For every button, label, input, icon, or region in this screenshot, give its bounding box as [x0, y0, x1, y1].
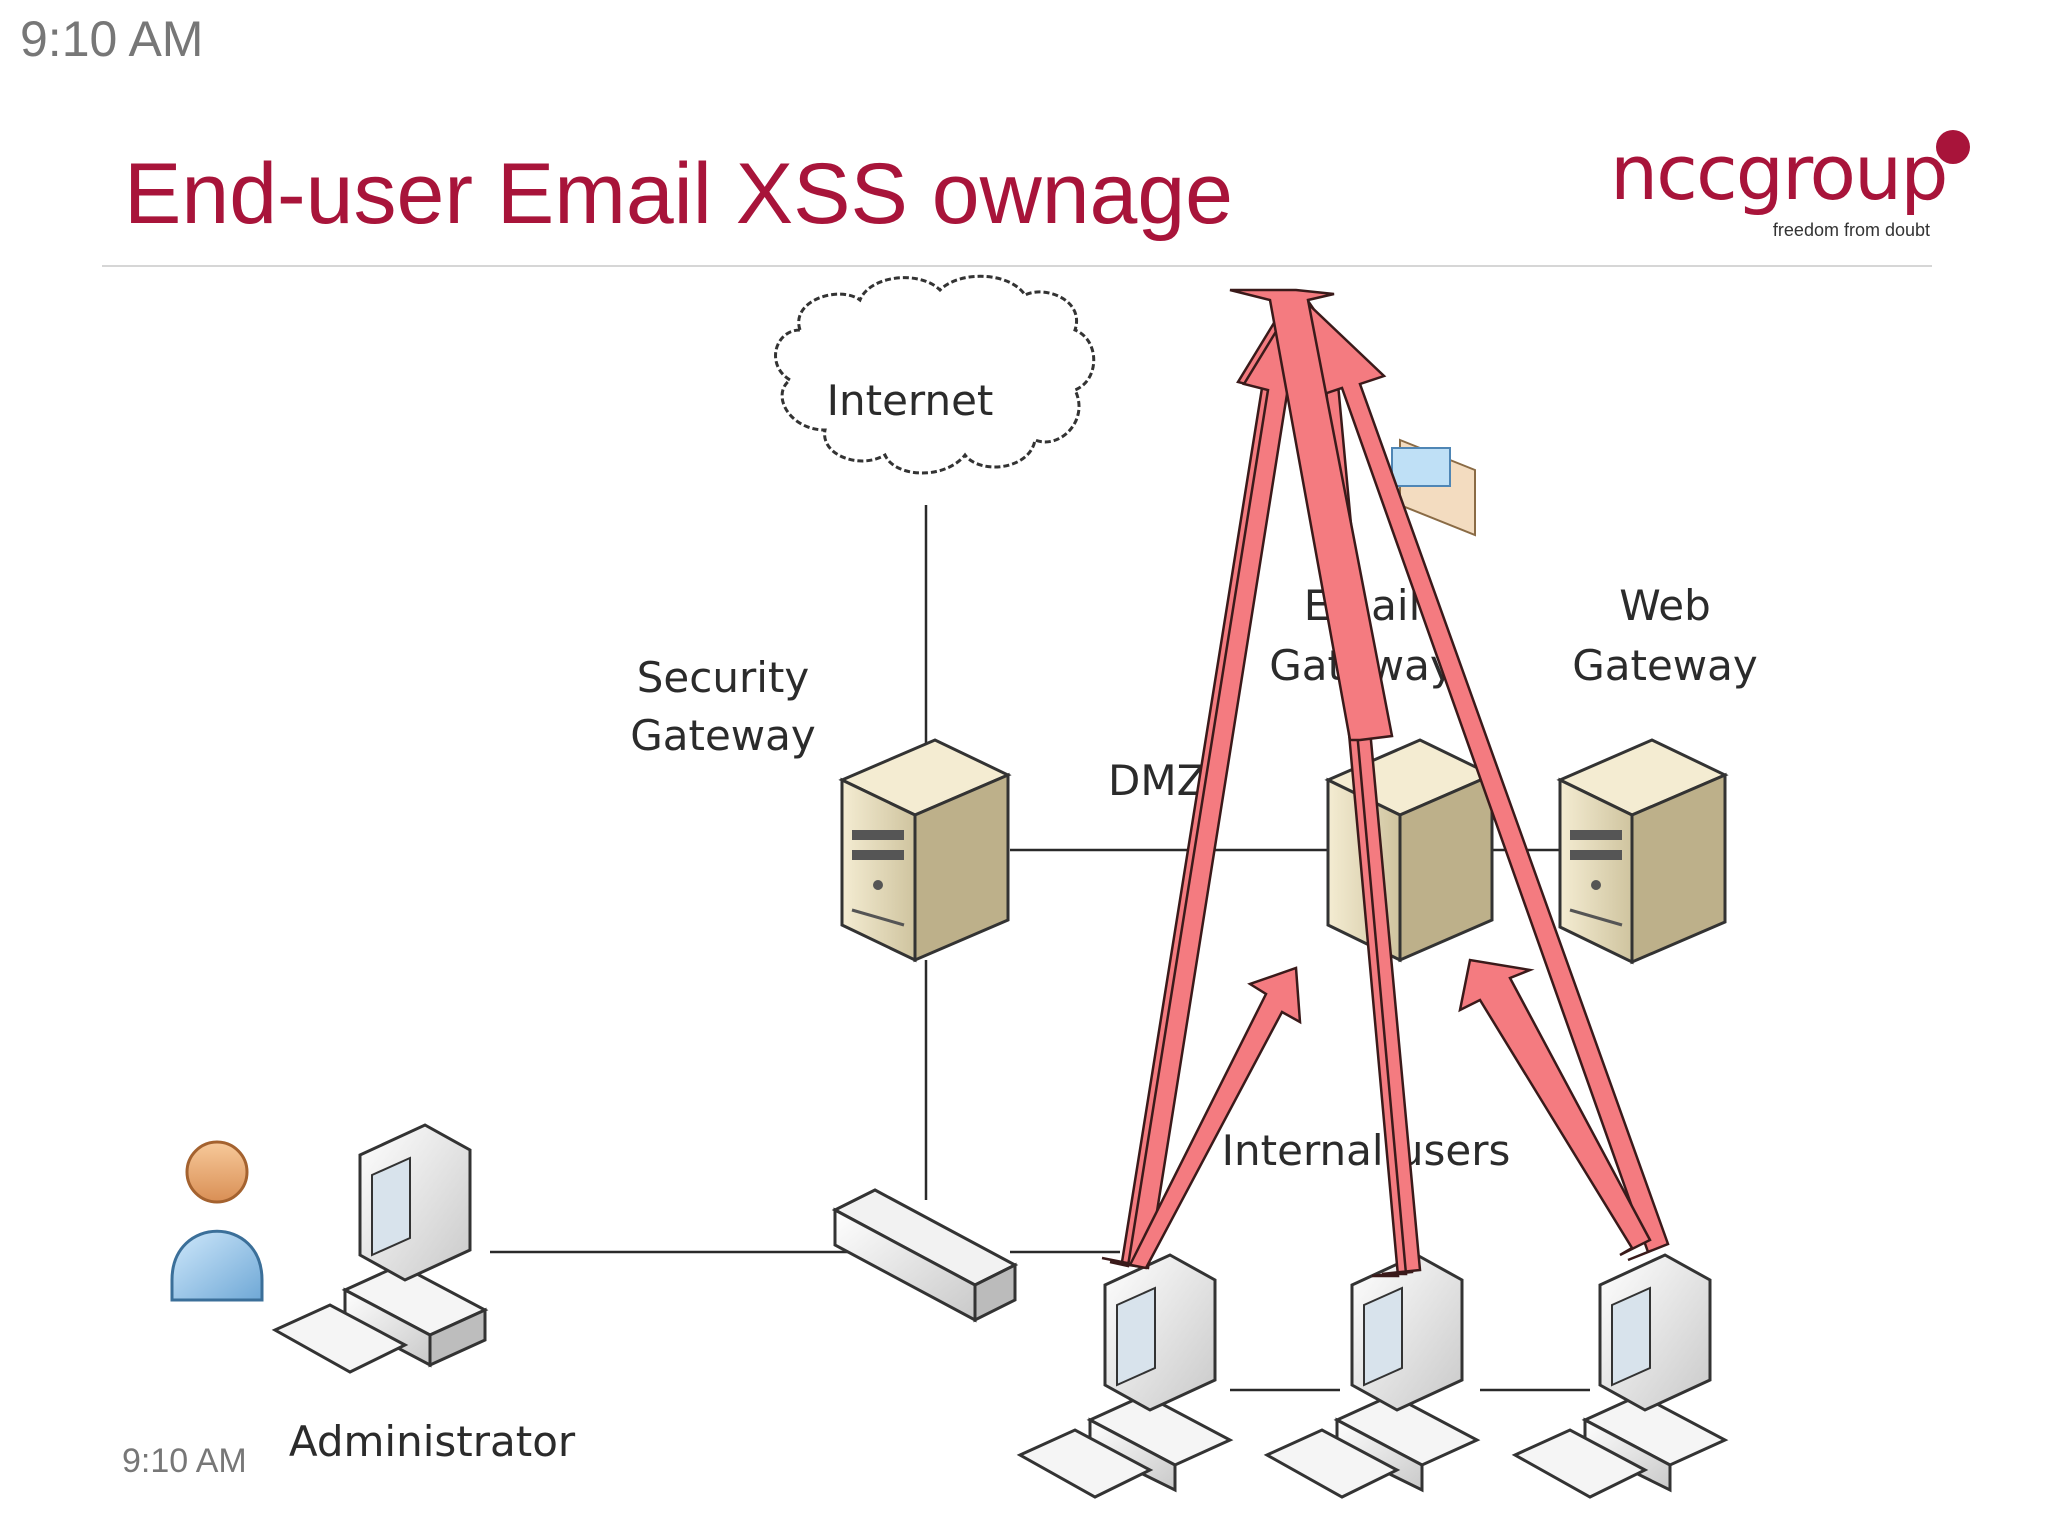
web-gateway-label-2: Gateway	[1572, 641, 1758, 690]
slide-title: End-user Email XSS ownage	[124, 146, 1234, 242]
logo-mark-icon	[1936, 130, 1970, 164]
web-gateway-server-icon	[1556, 738, 1729, 965]
internal-user-computer-3-icon	[1511, 1253, 1729, 1499]
dmz-label: DMZ	[1108, 756, 1205, 805]
internet-label: Internet	[827, 376, 994, 425]
title-divider	[102, 265, 1932, 267]
xss-arrow-user3-to-gateway	[1458, 958, 1652, 1257]
clock-bottom: 9:10 AM	[122, 1442, 247, 1480]
internal-users-label: Internal users	[1222, 1126, 1511, 1175]
administrator-label: Administrator	[289, 1417, 576, 1466]
network-switch-icon	[831, 1188, 1019, 1323]
xss-arrow-user1-to-gateway	[1115, 966, 1302, 1270]
administrator-person-icon	[170, 1140, 264, 1302]
security-gateway-label-1: Security	[637, 653, 809, 702]
security-gateway-server-icon	[838, 738, 1012, 963]
logo-wordmark: nccgroup	[1610, 128, 1948, 217]
clock-top: 9:10 AM	[20, 11, 204, 67]
nccgroup-logo: nccgroup freedom from doubt	[1610, 128, 1970, 248]
web-gateway-label-1: Web	[1619, 581, 1711, 630]
administrator-computer-icon	[271, 1123, 489, 1374]
internal-user-computer-1-icon	[1016, 1253, 1234, 1499]
email-envelope-icon	[1391, 438, 1476, 537]
xss-arrows	[1101, 288, 1670, 1278]
security-gateway-label-2: Gateway	[630, 711, 816, 760]
logo-tagline: freedom from doubt	[1772, 220, 1930, 240]
internal-user-computer-2-icon	[1263, 1253, 1481, 1499]
internet-cloud-icon	[774, 274, 1096, 475]
xss-arrow-user2-up-stack	[1229, 288, 1394, 742]
